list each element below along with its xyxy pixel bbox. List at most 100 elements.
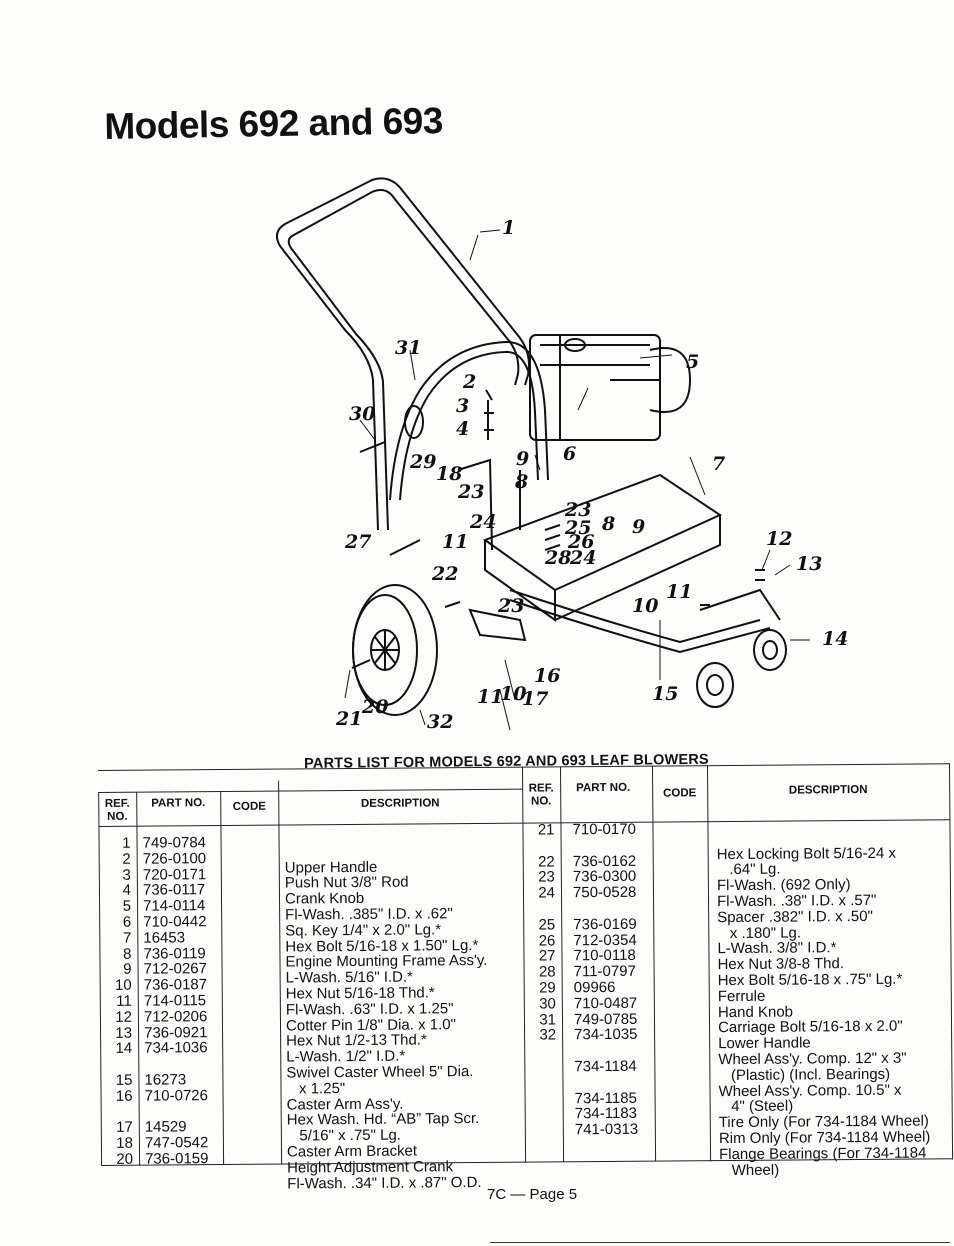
callout-32: 32 — [427, 711, 453, 733]
table-cell: 712-0267 — [143, 960, 208, 979]
table-cell: 31 — [539, 1010, 557, 1029]
table-cell: 710-0726 — [144, 1086, 209, 1105]
table-cell: 720-0171 — [142, 865, 207, 884]
table-cell: 736-0187 — [143, 976, 208, 994]
table-cell: 32 — [539, 1026, 557, 1044]
engine — [529, 334, 661, 441]
table-cell: 15 — [115, 1071, 133, 1089]
table-cell: Fl-Wash. .34" I.D. x .87" O.D. — [287, 1173, 482, 1193]
callout-11b: 11 — [666, 581, 692, 603]
lower-handle — [389, 340, 549, 501]
callout-10a: 10 — [632, 595, 658, 617]
header-ref-no: REF. NO. — [104, 797, 130, 823]
table-cell: 5 — [122, 897, 132, 915]
table-cell: 21 — [537, 821, 555, 839]
table-cell: 24 — [538, 884, 556, 902]
callout-30: 30 — [349, 403, 375, 425]
callout-10b: 10 — [500, 683, 526, 705]
table-cell: 11 — [116, 992, 132, 1010]
header-code: CODE — [232, 800, 266, 813]
callout-18: 18 — [436, 463, 462, 485]
table-cell: 736-0119 — [143, 944, 206, 963]
table-cell — [145, 1104, 209, 1120]
table-cell — [526, 1059, 556, 1075]
table-cell: 26 — [538, 931, 556, 950]
table-cell: x 1.25" — [286, 1079, 346, 1098]
table-cell: Flange Bearings (For 734-1184 — [718, 1144, 927, 1163]
caster-wheel-rear — [753, 629, 787, 671]
table-cell: 14529 — [144, 1118, 187, 1136]
callout-13: 13 — [796, 553, 822, 575]
table-cell: 10 — [114, 976, 132, 995]
table-cell — [525, 838, 555, 854]
table-cell: Caster Arm Bracket — [286, 1142, 418, 1161]
callout-12: 12 — [766, 528, 792, 550]
callout-6: 6 — [563, 443, 576, 465]
table-cell: 734-1184 — [574, 1057, 637, 1076]
header-part-no: PART NO. — [151, 797, 206, 810]
callout-3: 3 — [456, 395, 469, 417]
callout-14: 14 — [822, 628, 848, 650]
header-description: DESCRIPTION — [360, 797, 440, 810]
table-cell: 736-0300 — [572, 868, 637, 886]
table-cell: 23 — [538, 868, 555, 886]
callout-11a: 11 — [442, 531, 468, 553]
table-cell: 16 — [115, 1087, 133, 1105]
table-cell — [525, 901, 555, 917]
table-cell: 734-1036 — [144, 1039, 208, 1058]
table-cell: Fl-Wash. .385" I.D. x .62" — [285, 905, 453, 924]
table-cell: 736-0921 — [143, 1023, 208, 1042]
table-cell: 12 — [115, 1008, 133, 1026]
callout-15: 15 — [652, 683, 678, 705]
page-title: Models 692 and 693 — [104, 100, 444, 147]
table-cell: 2 — [122, 850, 131, 868]
callout-25: 25 — [564, 517, 591, 539]
table-cell: 734-1183 — [574, 1105, 638, 1123]
callout-24b: 24 — [569, 547, 596, 569]
table-cell: 736-0162 — [572, 852, 637, 870]
table-cell: 710-0170 — [572, 820, 636, 839]
callout-29: 29 — [409, 451, 436, 473]
table-cell: 736-0169 — [573, 915, 637, 934]
page-number: 7C — Page 5 — [487, 1186, 578, 1203]
table-cell: 20 — [116, 1150, 134, 1168]
callout-7: 7 — [712, 453, 725, 475]
table-cell: 714-0114 — [143, 897, 206, 915]
bottom-rule — [490, 1242, 950, 1243]
callout-16: 16 — [534, 665, 560, 687]
header-description-right: DESCRIPTION — [788, 783, 868, 797]
table-cell: 749-0785 — [573, 1010, 638, 1028]
callout-9a: 9 — [516, 448, 529, 470]
table-cell: 714-0115 — [143, 992, 207, 1010]
table-cell: Ferrule — [717, 987, 766, 1005]
table-cell: 22 — [537, 853, 555, 871]
table-cell: 4 — [122, 882, 132, 900]
table-cell: 712-0206 — [143, 1007, 208, 1026]
callout-5: 5 — [686, 351, 699, 373]
table-cell: 736-0159 — [144, 1150, 209, 1168]
callout-24a: 24 — [469, 511, 496, 533]
table-cell: Hex Bolt 5/16-18 x .75" Lg.* — [717, 970, 903, 990]
callout-23a: 23 — [457, 481, 484, 503]
callout-20: 20 — [361, 696, 388, 718]
table-cell: 13 — [115, 1024, 133, 1042]
table-cell: Carriage Bolt 5/16-18 x 2.0" — [717, 1018, 903, 1037]
callout-21: 21 — [335, 708, 362, 730]
table-cell — [527, 1091, 557, 1107]
table-cell: Wheel Ass'y. Comp. 10.5" x — [718, 1081, 902, 1100]
table-cell: 25 — [538, 916, 556, 934]
table-cell: 7 — [122, 929, 132, 947]
table-cell — [573, 838, 637, 854]
table-cell — [575, 1138, 639, 1154]
table-cell: 30 — [539, 995, 556, 1013]
table-cell: 734-1035 — [574, 1026, 638, 1044]
table-cell: 16453 — [143, 929, 186, 947]
table-cell: 17 — [116, 1119, 133, 1137]
table-cell: 750-0528 — [572, 883, 637, 902]
header-part-no-right: PART NO. — [576, 781, 631, 795]
table-cell: 734-1185 — [574, 1089, 637, 1107]
table-cell: Wheel) — [719, 1161, 780, 1179]
